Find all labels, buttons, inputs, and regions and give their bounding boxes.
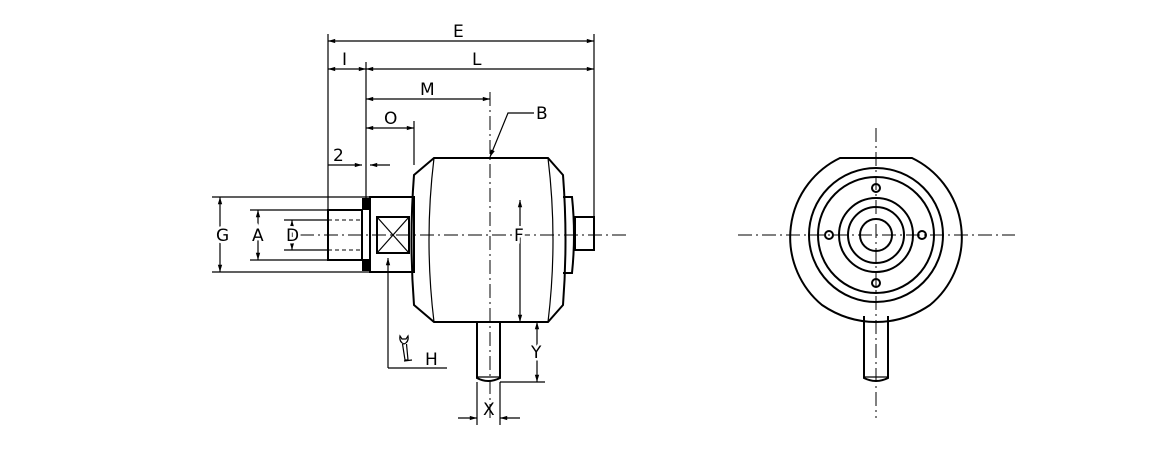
dim-label-m: M xyxy=(420,80,435,100)
dim-label-l: L xyxy=(472,50,482,70)
dim-label-f: F xyxy=(514,226,524,246)
dim-label-x: X xyxy=(483,400,495,420)
label-b: B xyxy=(536,104,548,124)
connector-thread xyxy=(327,209,363,261)
dimension-lines xyxy=(217,38,595,421)
dim-label-d: D xyxy=(286,226,299,246)
front-view xyxy=(738,128,1015,418)
cable-outlet xyxy=(476,322,501,382)
dim-label-y: Y xyxy=(530,343,542,363)
wrench-icon xyxy=(399,334,413,362)
dim-label-o: O xyxy=(384,109,397,129)
dim-label-a: A xyxy=(252,226,264,246)
connector-nut xyxy=(362,196,415,273)
dim-label-2: 2 xyxy=(333,146,344,166)
dim-label-g: G xyxy=(216,226,229,246)
label-h: H xyxy=(425,350,438,370)
dim-label-e: E xyxy=(453,22,464,42)
encoder-housing xyxy=(410,157,567,323)
b-leader xyxy=(489,112,534,158)
shaft xyxy=(563,196,595,274)
dim-label-i: I xyxy=(342,50,347,70)
side-view: E I L M B O 2 G A D F H Y X xyxy=(212,22,630,425)
